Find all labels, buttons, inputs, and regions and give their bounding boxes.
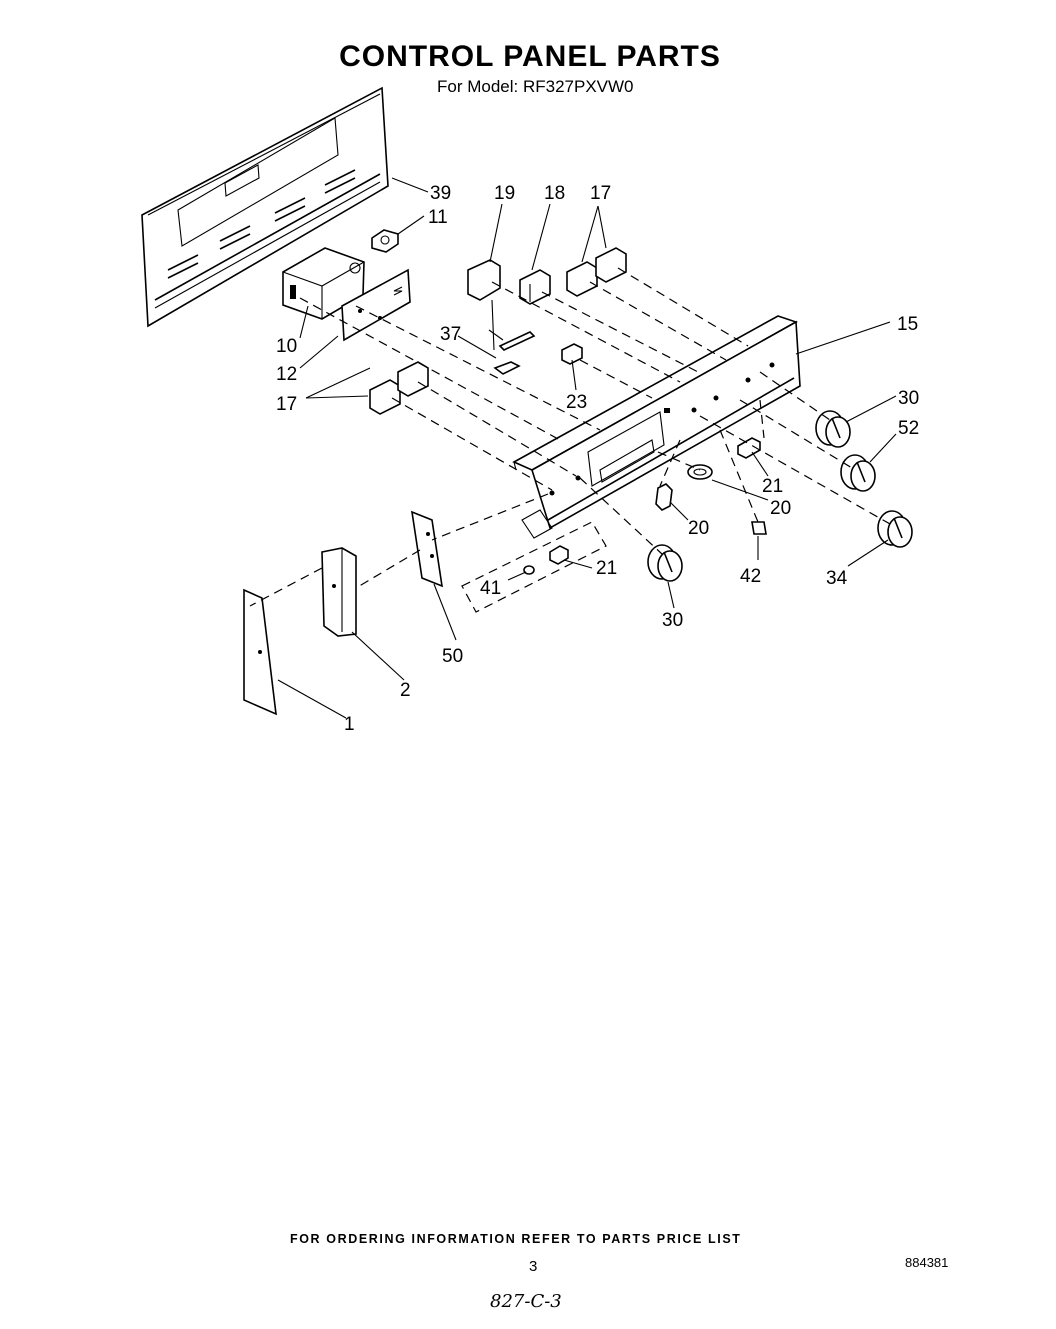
- leader-lines: [277, 177, 897, 719]
- callout-23: 23: [566, 392, 587, 413]
- document-id: 884381: [905, 1255, 949, 1270]
- ordering-info-note: FOR ORDERING INFORMATION REFER TO PARTS …: [290, 1232, 742, 1246]
- callout-34: 34: [826, 568, 848, 589]
- part-39-rear-panel: [141, 86, 389, 328]
- callout-10: 10: [276, 336, 297, 357]
- part-23-clip: [561, 343, 583, 365]
- part-18-relay: [519, 269, 551, 305]
- callout-42: 42: [740, 566, 761, 587]
- callout-41: 41: [480, 578, 501, 599]
- callout-21-lower: 21: [596, 558, 617, 579]
- part-11-clip: [371, 229, 399, 253]
- part-52-knob: [840, 454, 876, 492]
- assembly-lines: [249, 267, 891, 607]
- callout-20-right: 20: [770, 498, 791, 519]
- callout-30-lower: 30: [662, 610, 683, 631]
- part-19-switch: [467, 259, 504, 351]
- callout-labels: 39 11 19 18 17 15 10 12 37 17 23 30 52 2…: [276, 183, 919, 735]
- callout-39: 39: [430, 183, 451, 204]
- callout-2: 2: [400, 680, 411, 701]
- callout-19: 19: [494, 183, 515, 204]
- page-number: 3: [529, 1258, 538, 1275]
- callout-17-upper: 17: [590, 183, 611, 204]
- part-30-knob-lower: [647, 544, 683, 582]
- part-20-indicator: [655, 464, 713, 511]
- part-50-bracket: [410, 510, 444, 588]
- callout-12: 12: [276, 364, 297, 385]
- callout-20-left: 20: [688, 518, 709, 539]
- callout-30-right: 30: [898, 388, 919, 409]
- callout-52: 52: [898, 418, 919, 439]
- model-subtitle: For Model: RF327PXVW0: [437, 77, 634, 96]
- handwritten-note: 827-C-3: [490, 1291, 562, 1312]
- callout-11: 11: [428, 207, 448, 228]
- part-2-end-cap: [321, 547, 357, 637]
- part-1-side-trim: [243, 588, 277, 716]
- part-17-switch-lower: [369, 361, 429, 415]
- callout-18: 18: [544, 183, 565, 204]
- part-17-switch-upper: [566, 247, 627, 297]
- part-30-knob-right: [815, 410, 851, 448]
- callout-17-lower: 17: [276, 394, 297, 415]
- callout-37: 37: [440, 324, 461, 345]
- part-15-control-panel: [512, 315, 801, 539]
- page-title: CONTROL PANEL PARTS: [339, 40, 721, 73]
- part-37-wire: [493, 331, 536, 375]
- part-34-knob: [877, 510, 913, 548]
- part-42-button: [751, 521, 767, 535]
- callout-50: 50: [442, 646, 463, 667]
- part-12-overlay: [341, 268, 411, 342]
- callout-21-right: 21: [762, 476, 783, 497]
- callout-15: 15: [897, 314, 918, 335]
- callout-1: 1: [344, 714, 355, 735]
- part-41-21-lamp-assembly: [461, 521, 607, 613]
